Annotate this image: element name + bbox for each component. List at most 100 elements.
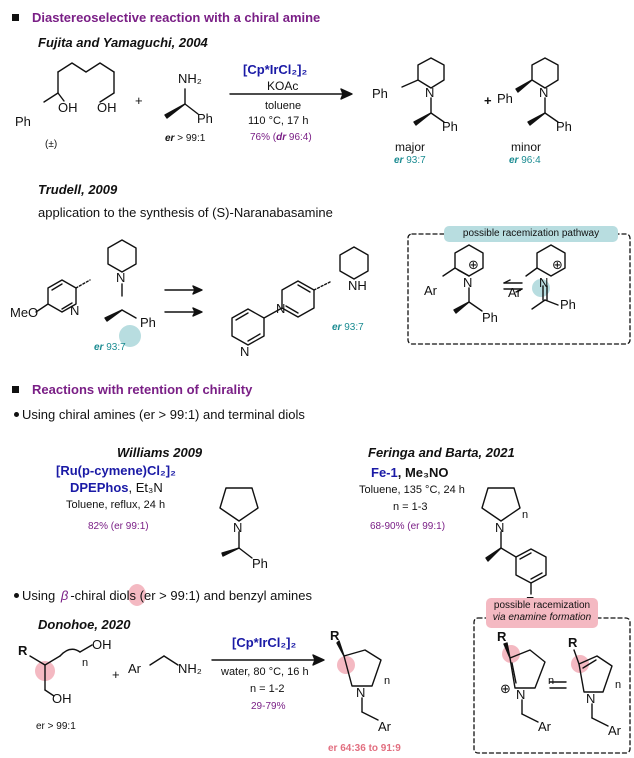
highlight-racem-iminium [532,279,550,297]
catalyst-cp-ir: [Cp*IrCl₂]₂ [243,62,308,77]
bullet-square [12,386,19,393]
atom-ph: Ph [482,310,498,325]
atom-ar: Ar [378,719,391,734]
solvent-toluene: toluene [265,100,302,112]
trudell-arrows [164,285,203,317]
donohoe-n-range: n = 1-2 [250,683,285,695]
atom-n: N [116,270,126,285]
atom-ph: Ph [372,86,388,101]
bullet-dot [14,412,19,417]
atom-oh: OH [97,100,117,115]
atom-ar: Ar [424,283,437,298]
atom-nh2: NH₂ [178,71,202,86]
atom-n-sub: n [82,657,89,669]
atom-ar: Ar [508,285,521,300]
atom-ph: Ph [15,114,31,129]
atom-ar: Ar [538,719,551,734]
fujita-diol-structure [43,62,115,103]
donohoe-product-er: er 64:36 to 91:9 [328,743,401,754]
donohoe-diol-er: er > 99:1 [36,721,76,732]
bullet-dot [14,593,19,598]
feringa-n-range: n = 1-3 [393,501,428,513]
atom-n: N [586,691,596,706]
atom-nh2: NH₂ [178,661,202,676]
feringa-catalyst-line: Fe-1, Me₃NO [371,465,449,480]
atom-ph: Ph [442,119,458,134]
atom-nh: NH [348,278,367,293]
minor-label: minor [511,140,542,154]
plus-charge-icon: ⊕ [552,257,563,272]
conditions-temp-time: 110 °C, 17 h [248,115,309,127]
bullet-chiral-amines: Using chiral amines (er > 99:1) and term… [22,407,305,422]
atom-n-sub: n [522,509,529,521]
atom-ar: Ar [128,661,141,676]
atom-ph: Ph [197,111,213,126]
atom-n-sub: n [615,679,622,691]
major-er: er 93:7 [394,155,426,166]
heading-retention: Reactions with retention of chirality [32,382,253,397]
authors-trudell: Trudell, 2009 [38,182,118,197]
atom-oh: OH [52,691,72,706]
reaction-arrow-2 [211,654,325,666]
atom-n: N [539,275,549,290]
application-text: application to the synthesis of (S)-Nara… [38,205,333,220]
authors-williams: Williams 2009 [117,445,203,460]
donohoe-diol-structure [29,644,93,697]
amine-er: er > 99:1 [165,133,206,144]
atom-ph: Ph [140,315,156,330]
trudell-sm-er: er 93:7 [94,342,126,353]
atom-n-sub: n [384,675,391,687]
highlight-trudell-sm [119,325,141,347]
minor-er: er 96:4 [509,155,541,166]
yield-dr: 76% (dr 96:4) [250,132,312,143]
atom-oh: OH [58,100,78,115]
feringa-conditions: Toluene, 135 °C, 24 h [359,484,465,496]
atom-n: N [240,344,250,359]
atom-ar: Ar [608,723,621,738]
plus-sign: + [135,93,143,108]
atom-n: N [233,520,243,535]
authors-fujita: Fujita and Yamaguchi, 2004 [38,35,208,50]
major-product-structure [401,57,445,126]
feringa-yield: 68-90% (er 99:1) [370,521,446,532]
benzylamine-structure [149,655,179,666]
atom-n-sub: n [548,675,555,687]
plus-charge-icon: ⊕ [468,257,479,272]
atom-n: N [356,685,366,700]
atom-n: N [539,85,549,100]
racemization-label: possible racemization pathway [444,226,618,242]
atom-r: R [497,629,507,644]
williams-product-structure [219,487,259,559]
enamine-structures [503,642,613,727]
atom-ph: Ph [497,91,513,106]
atom-r: R [568,635,578,650]
atom-r: R [330,628,340,643]
plus-sign: + [484,93,492,108]
atom-n: N [463,275,473,290]
iminium-structures [442,244,566,314]
racemic-label: (±) [45,139,58,150]
feringa-product-structure [481,487,547,595]
catalyst-cp-ir-2: [Cp*IrCl₂]₂ [232,635,297,650]
phenylethylamine-structure [164,88,199,119]
atom-n: N [516,687,526,702]
atom-meo: MeO [10,305,39,320]
authors-donohoe: Donohoe, 2020 [38,617,131,632]
donohoe-product-structure [336,640,382,721]
bullet-square [12,14,19,21]
ligand-line: DPEPhos, Et₃N [70,480,163,495]
williams-yield: 82% (er 99:1) [88,521,149,532]
atom-r: R [18,643,28,658]
atom-ph: Ph [560,297,576,312]
williams-conditions: Toluene, reflux, 24 h [66,499,166,511]
donohoe-yield: 29-79% [251,701,286,712]
atom-ph: Ph [252,556,268,571]
trudell-sm-structure [35,239,137,322]
atom-n: N [425,85,435,100]
highlight-beta [128,584,146,606]
minor-product-structure [515,57,559,126]
trudell-product-er: er 93:7 [332,322,364,333]
atom-ph: Ph [556,119,572,134]
catalyst-ru: [Ru(p-cymene)Cl₂]₂ [56,463,176,478]
